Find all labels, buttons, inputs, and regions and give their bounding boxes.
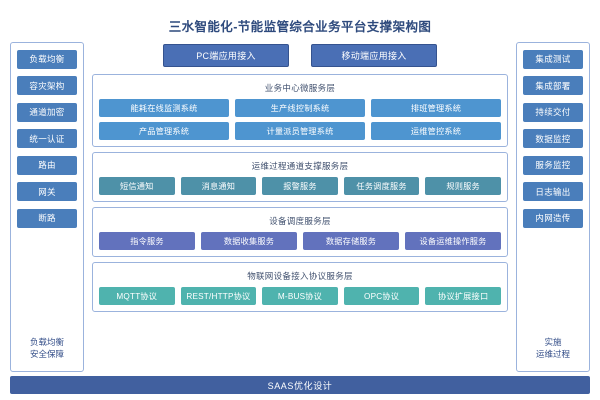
left-rail-item-0[interactable]: 负载均衡 xyxy=(17,49,77,69)
right-rail-footer: 实施 运维过程 xyxy=(536,336,570,367)
node-data-collection-service[interactable]: 数据收集服务 xyxy=(201,231,297,250)
left-rail-item-2[interactable]: 通道加密 xyxy=(17,102,77,122)
right-rail-footer-line1: 实施 xyxy=(544,336,562,347)
right-rail-item-0[interactable]: 集成测试 xyxy=(523,49,583,69)
node-rest-http-protocol[interactable]: REST/HTTP协议 xyxy=(180,286,257,305)
layer-business: 业务中心微服务层 能耗在线监测系统 生产线控制系统 排班管理系统 产品管理系统 … xyxy=(92,73,508,147)
right-rail-footer-line2: 运维过程 xyxy=(535,349,570,360)
node-shift-management[interactable]: 排班管理系统 xyxy=(371,98,501,117)
layer-device-scheduling-title: 设备调度服务层 xyxy=(269,215,331,226)
node-product-management[interactable]: 产品管理系统 xyxy=(99,121,229,140)
node-mqtt-protocol[interactable]: MQTT协议 xyxy=(99,286,175,305)
layer-iot-protocol: 物联网设备接入协议服务层 MQTT协议 REST/HTTP协议 M-BUS协议 … xyxy=(92,261,508,312)
left-rail-item-3[interactable]: 统一认证 xyxy=(17,129,77,148)
right-rail-item-3[interactable]: 数据监控 xyxy=(523,129,583,148)
node-opc-protocol[interactable]: OPC协议 xyxy=(343,286,420,305)
node-ops-control[interactable]: 运维管控系统 xyxy=(371,121,501,140)
left-rail-item-5[interactable]: 网关 xyxy=(17,182,77,201)
layer-iot-protocol-title: 物联网设备接入协议服务层 xyxy=(247,270,353,281)
node-protocol-extension-interface[interactable]: 协议扩展接口 xyxy=(425,286,501,305)
node-metering-dispatch-management[interactable]: 计量派员管理系统 xyxy=(235,121,365,140)
right-rail-item-2[interactable]: 持续交付 xyxy=(523,102,583,122)
right-rail-item-1[interactable]: 集成部署 xyxy=(523,76,583,95)
node-data-storage-service[interactable]: 数据存储服务 xyxy=(303,231,399,250)
layer-business-row-0: 能耗在线监测系统 生产线控制系统 排班管理系统 xyxy=(99,98,501,117)
layer-business-row-1: 产品管理系统 计量派员管理系统 运维管控系统 xyxy=(99,121,501,140)
left-rail-footer-line2: 安全保障 xyxy=(29,349,64,360)
left-rail: 负载均衡 容灾架构 通道加密 统一认证 路由 网关 断路 负载均衡 安全保障 xyxy=(10,41,84,372)
node-rule-service[interactable]: 规则服务 xyxy=(425,176,501,195)
left-rail-item-4[interactable]: 路由 xyxy=(17,155,77,175)
node-mbus-protocol[interactable]: M-BUS协议 xyxy=(262,286,338,305)
layer-ops-channel: 运维过程通道支撑服务层 短信通知 消息通知 报警服务 任务调度服务 规则服务 xyxy=(92,151,508,202)
left-rail-footer-line1: 负载均衡 xyxy=(29,336,64,347)
layer-ops-channel-row-0: 短信通知 消息通知 报警服务 任务调度服务 规则服务 xyxy=(99,176,501,195)
node-alarm-service[interactable]: 报警服务 xyxy=(262,176,338,195)
right-rail-item-6[interactable]: 内网造传 xyxy=(523,208,583,228)
layer-ops-channel-title: 运维过程通道支撑服务层 xyxy=(251,160,349,171)
center-column: PC端应用接入 移动端应用接入 业务中心微服务层 能耗在线监测系统 生产线控制系… xyxy=(84,42,516,372)
node-sms-notification[interactable]: 短信通知 xyxy=(99,176,175,195)
layer-device-scheduling-row-0: 指令服务 数据收集服务 数据存储服务 设备运维操作服务 xyxy=(99,231,501,250)
node-device-ops-operation-service[interactable]: 设备运维操作服务 xyxy=(405,231,501,250)
node-production-line-control[interactable]: 生产线控制系统 xyxy=(235,98,365,117)
page-title: 三水智能化-节能监管综合业务平台支撑架构图 xyxy=(168,20,432,34)
node-message-notification[interactable]: 消息通知 xyxy=(180,176,257,195)
layer-device-scheduling: 设备调度服务层 指令服务 数据收集服务 数据存储服务 设备运维操作服务 xyxy=(92,206,508,257)
node-energy-online-monitoring[interactable]: 能耗在线监测系统 xyxy=(99,98,229,117)
pc-access-button[interactable]: PC端应用接入 xyxy=(163,43,289,67)
layer-iot-protocol-row-0: MQTT协议 REST/HTTP协议 M-BUS协议 OPC协议 协议扩展接口 xyxy=(99,286,501,305)
architecture-frame: 负载均衡 容灾架构 通道加密 统一认证 路由 网关 断路 负载均衡 安全保障 P… xyxy=(0,41,600,372)
left-rail-item-6[interactable]: 断路 xyxy=(17,208,77,228)
node-task-scheduling-service[interactable]: 任务调度服务 xyxy=(343,176,420,195)
access-button-row: PC端应用接入 移动端应用接入 xyxy=(92,43,508,67)
right-rail-item-4[interactable]: 服务监控 xyxy=(523,155,583,175)
node-command-service[interactable]: 指令服务 xyxy=(99,231,195,250)
bottom-bar-saas: SAAS优化设计 xyxy=(10,376,590,394)
left-rail-item-1[interactable]: 容灾架构 xyxy=(17,76,77,95)
right-rail-item-5[interactable]: 日志输出 xyxy=(523,182,583,201)
layer-business-title: 业务中心微服务层 xyxy=(264,82,336,93)
left-rail-footer: 负载均衡 安全保障 xyxy=(30,336,64,367)
mobile-access-button[interactable]: 移动端应用接入 xyxy=(311,43,437,67)
right-rail: 集成测试 集成部署 持续交付 数据监控 服务监控 日志输出 内网造传 实施 运维… xyxy=(516,41,590,372)
